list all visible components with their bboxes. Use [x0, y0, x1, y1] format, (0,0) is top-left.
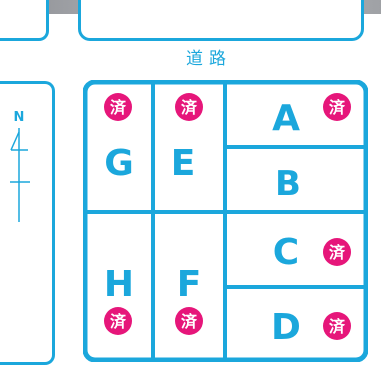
sold-badge-text: 済 [329, 243, 346, 262]
sold-badge-d: 済 [323, 312, 351, 340]
road-label: 道路 [186, 48, 266, 70]
plot-label-g: G [104, 143, 134, 184]
sold-badge-text: 済 [110, 312, 127, 331]
north-arrow: N [6, 110, 36, 230]
sold-badge-e: 済 [175, 93, 203, 121]
sold-badge-text: 済 [329, 317, 346, 336]
adjacent-lot-outline [0, 0, 49, 41]
plot-label-a: A [272, 98, 300, 139]
sold-badge-text: 済 [110, 98, 127, 117]
sold-badge-a: 済 [323, 93, 351, 121]
sold-badge-f: 済 [175, 307, 203, 335]
plot-label-f: F [177, 264, 202, 305]
plot-label-d: D [271, 307, 301, 348]
sold-badge-text: 済 [181, 98, 198, 117]
sold-badge-c: 済 [323, 238, 351, 266]
sold-badge-text: 済 [329, 98, 346, 117]
compass-needle-icon [6, 110, 36, 230]
sold-badge-h: 済 [104, 307, 132, 335]
sold-badge-text: 済 [181, 312, 198, 331]
plot-label-h: H [104, 264, 134, 305]
adjacent-lot-outline [78, 0, 364, 41]
sold-badge-g: 済 [104, 93, 132, 121]
plot-label-e: E [171, 143, 196, 184]
plot-label-c: C [273, 232, 299, 273]
plot-label-b: B [275, 164, 301, 204]
